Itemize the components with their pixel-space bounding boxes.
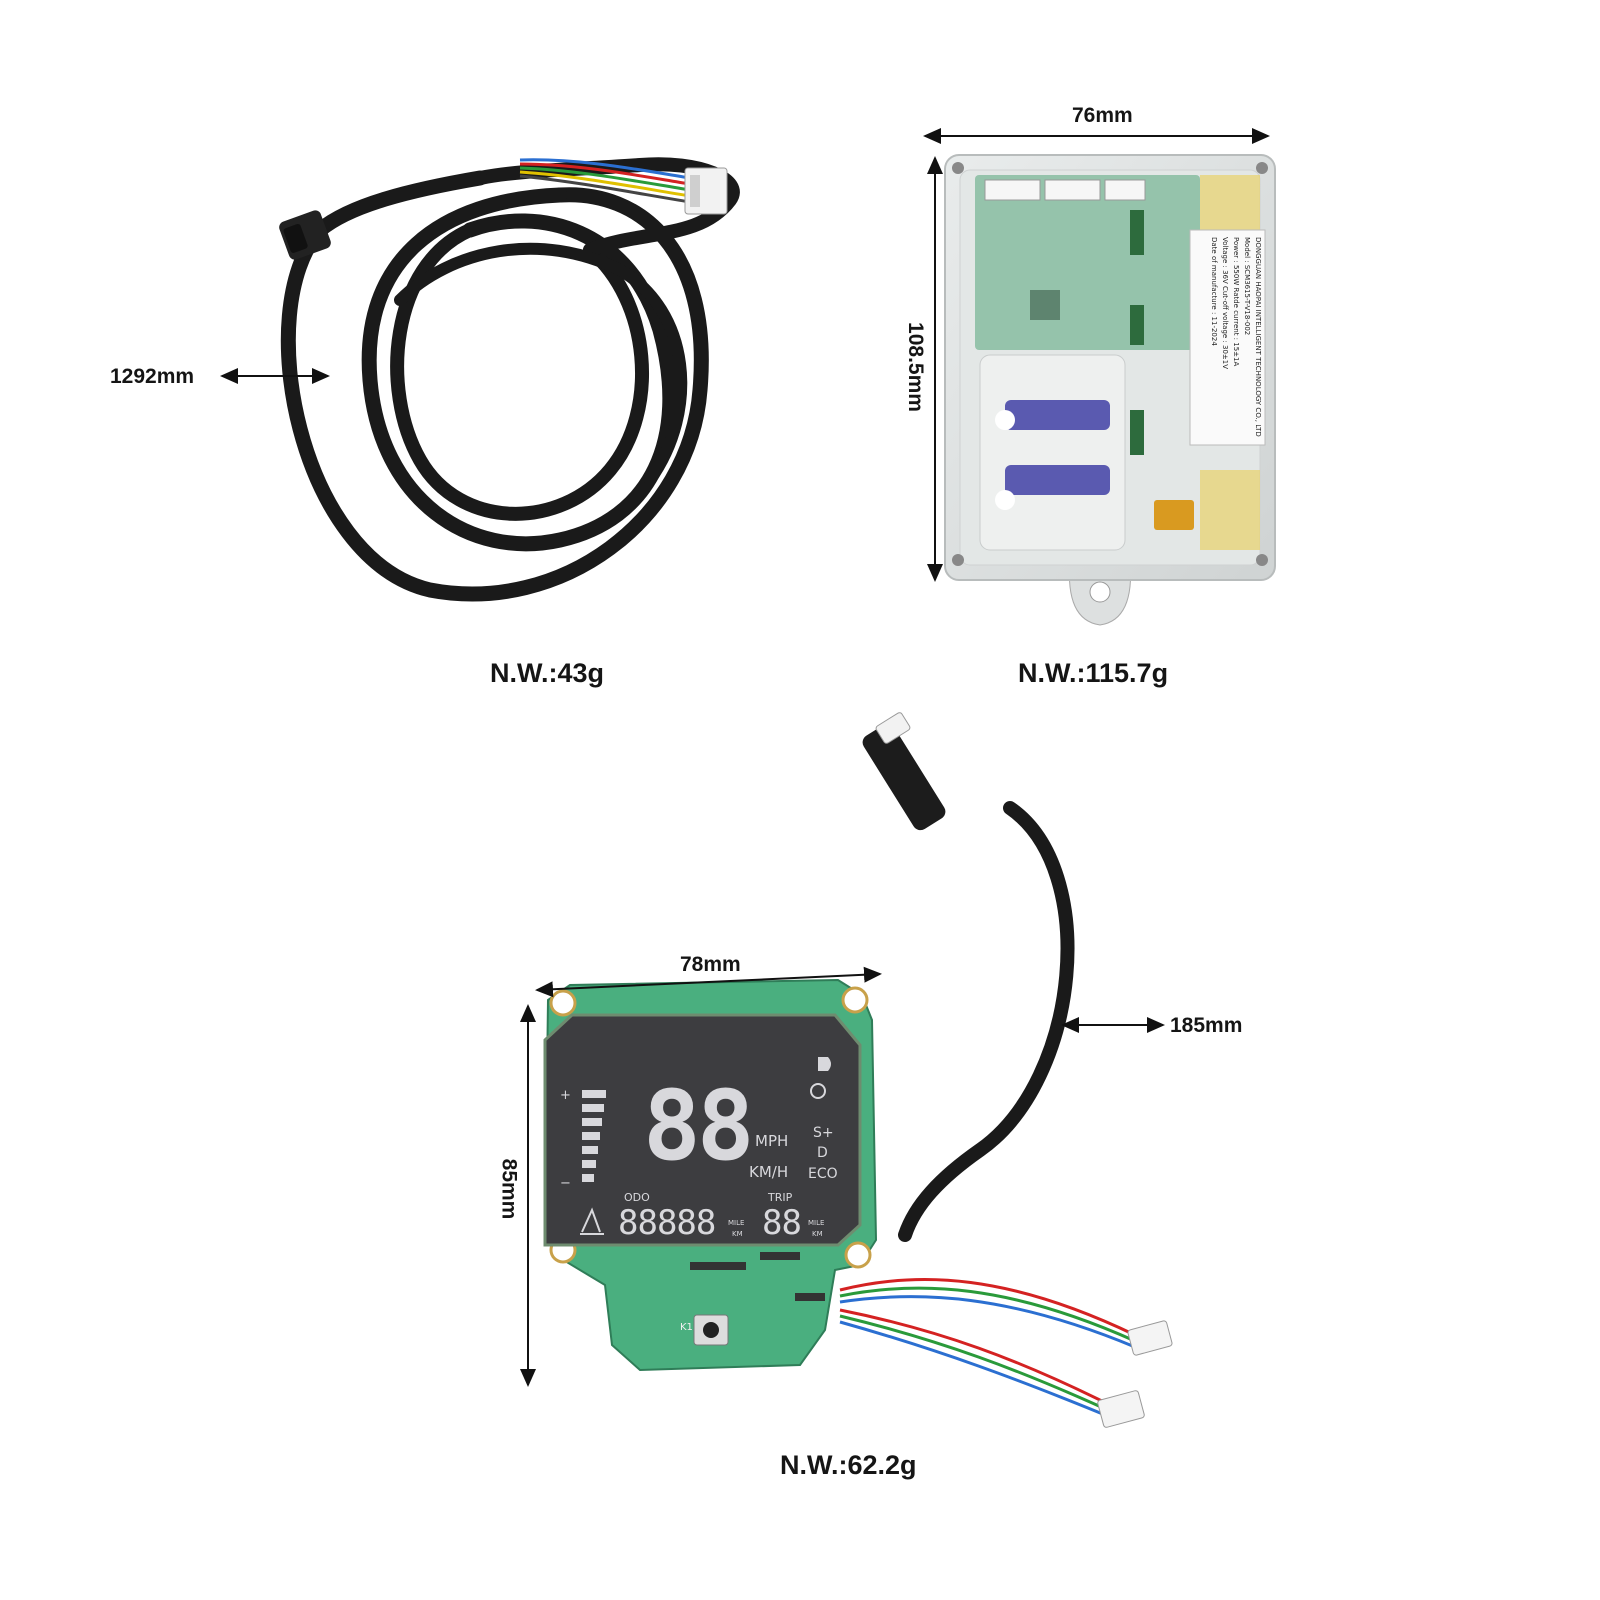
lcd-unit-kmh: KM/H (749, 1163, 789, 1181)
cable-wires (519, 158, 691, 204)
coiled-cable (280, 157, 740, 602)
lcd-plus: + (560, 1088, 571, 1103)
lcd-mode-s: S+ (813, 1125, 834, 1141)
cable-weight-label: N.W.:43g (490, 658, 605, 688)
cable-connector (279, 210, 331, 260)
lcd-screen (543, 1013, 862, 1247)
lcd-mode-d: D (817, 1145, 828, 1161)
display-wires (839, 1277, 1136, 1419)
scooter-icon (580, 1207, 604, 1235)
pcb-k1-label: K1 (680, 1322, 693, 1333)
display-cable-label: 185mm (1170, 1014, 1243, 1037)
wire-plug-1 (1127, 1320, 1173, 1356)
lcd-trip-km: KM (812, 1230, 823, 1238)
lcd-trip-label: TRIP (768, 1191, 793, 1204)
controller-box (944, 154, 1276, 626)
controller-sticker (1189, 229, 1266, 446)
cable-length-label: 1292mm (110, 365, 195, 388)
lcd-odo-km: KM (732, 1230, 743, 1238)
headlight-icon (818, 1057, 831, 1071)
lcd-unit-mph: MPH (755, 1132, 789, 1150)
display-height-label: 85mm (497, 1158, 521, 1220)
lcd-trip-mile: MILE (808, 1219, 825, 1227)
lcd-mode-eco: ECO (808, 1166, 838, 1182)
lcd-trip-value: 88 (762, 1203, 802, 1243)
lcd-odo-label: ODO (624, 1191, 650, 1204)
cruise-icon (810, 1083, 826, 1099)
lcd-odo-mile: MILE (728, 1219, 745, 1227)
display-width-label: 78mm (680, 953, 741, 976)
lcd-speed: 88 (643, 1070, 755, 1182)
display-cable (898, 801, 1075, 1242)
wire-plug-2 (1097, 1390, 1145, 1428)
controller-width-label: 76mm (1072, 104, 1133, 127)
display-weight-label: N.W.:62.2g (780, 1450, 917, 1480)
controller-weight-label: N.W.:115.7g (1018, 658, 1169, 688)
display-cable-connector (862, 712, 946, 831)
display-width-arrow (535, 966, 882, 998)
controller-height-label: 108.5mm (903, 322, 927, 412)
battery-bars (582, 1090, 606, 1182)
sticker-text: DONGGUAN HAOPAI INTELLIGENT TECHNOLOGY C… (1210, 237, 1262, 437)
lcd-odo-value: 88888 (618, 1203, 716, 1243)
lcd-minus: − (560, 1176, 571, 1191)
